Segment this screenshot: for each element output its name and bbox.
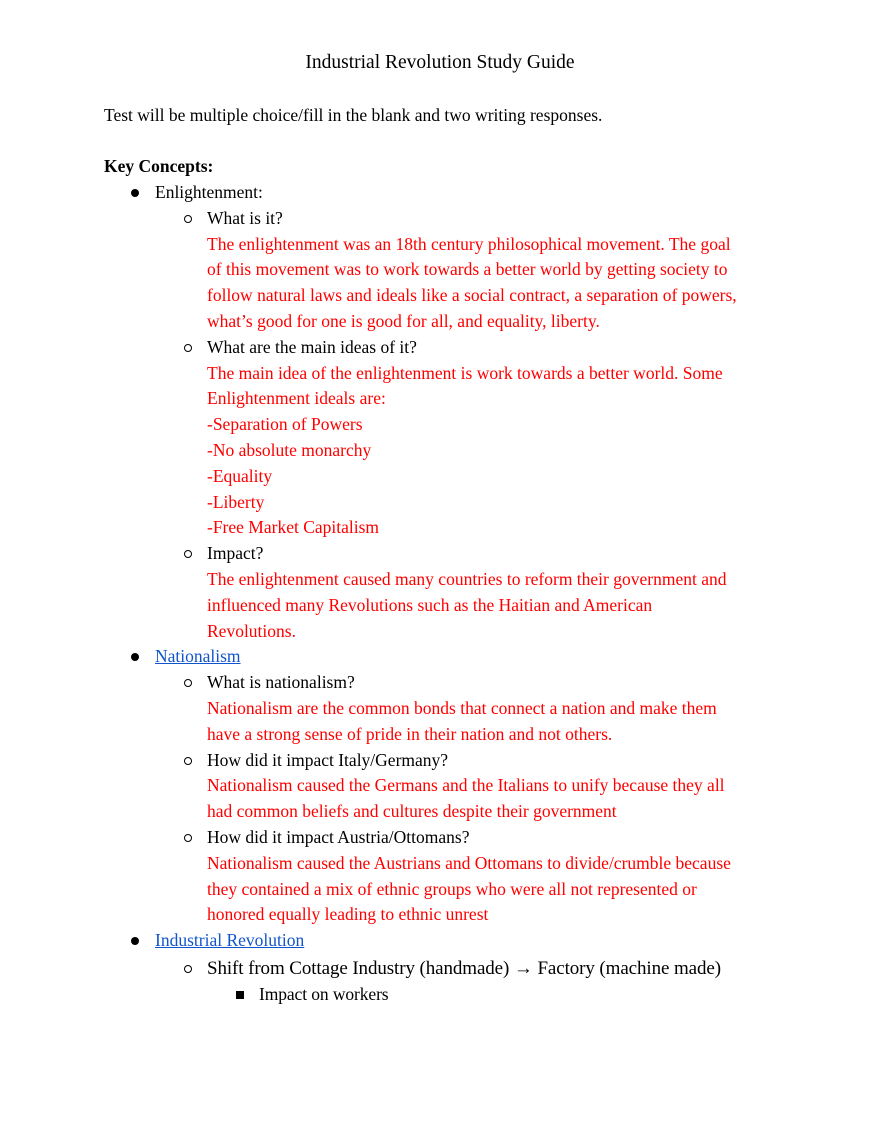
answer-line: -Free Market Capitalism	[207, 517, 380, 538]
answer-line: follow natural laws and ideals like a so…	[207, 285, 737, 306]
industrial-revolution-link[interactable]: Industrial Revolution	[155, 930, 305, 951]
answer-line: what’s good for one is good for all, and…	[207, 310, 600, 331]
answer-line: -Liberty	[207, 491, 265, 512]
disc-bullet-icon	[131, 653, 139, 662]
answer-line: Nationalism caused the Germans and the I…	[207, 775, 725, 796]
question-item: Impact?	[0, 541, 880, 567]
circle-bullet-icon	[184, 756, 192, 765]
outline-list: Enlightenment: What is it? The enlighten…	[0, 180, 880, 1008]
answer-line: Enlightenment ideals are:	[207, 388, 386, 409]
nationalism-link[interactable]: Nationalism	[155, 646, 241, 667]
answer-line: The enlightenment was an 18th century ph…	[207, 233, 731, 254]
key-concepts-heading: Key Concepts:	[104, 156, 214, 176]
circle-bullet-icon	[184, 343, 192, 352]
circle-bullet-icon	[184, 550, 192, 559]
answer-line: -Separation of Powers	[207, 414, 363, 435]
answer-line: of this movement was to work towards a b…	[207, 259, 728, 280]
intro-text: Test will be multiple choice/fill in the…	[104, 105, 603, 125]
section-enlightenment: Enlightenment:	[0, 180, 880, 206]
square-bullet-icon	[236, 990, 244, 999]
sub-item: Shift from Cottage Industry (handmade) →…	[0, 954, 880, 982]
answer-line: -Equality	[207, 465, 273, 486]
circle-bullet-icon	[184, 679, 192, 688]
question-item: How did it impact Italy/Germany?	[0, 748, 880, 774]
document-title: Industrial Revolution Study Guide	[305, 52, 575, 73]
disc-bullet-icon	[131, 937, 139, 946]
answer-line: Nationalism caused the Austrians and Ott…	[207, 852, 731, 873]
answer-line: they contained a mix of ethnic groups wh…	[207, 878, 697, 899]
answer-line: -No absolute monarchy	[207, 439, 372, 460]
question-item: What are the main ideas of it?	[0, 335, 880, 361]
answer-line: Nationalism are the common bonds that co…	[207, 697, 717, 718]
answer-line: have a strong sense of pride in their na…	[207, 723, 613, 744]
disc-bullet-icon	[131, 189, 139, 197]
answer-line: influenced many Revolutions such as the …	[207, 594, 653, 615]
circle-bullet-icon	[184, 833, 192, 842]
question-item: What is nationalism?	[0, 670, 880, 696]
circle-bullet-icon	[184, 214, 192, 223]
question-item: How did it impact Austria/Ottomans?	[0, 825, 880, 851]
circle-bullet-icon	[184, 964, 192, 973]
question-item: What is it?	[0, 206, 880, 232]
answer-line: Revolutions.	[207, 620, 296, 641]
answer-line: The enlightenment caused many countries …	[207, 568, 727, 589]
section-industrial-revolution: Industrial Revolution	[0, 928, 880, 954]
section-nationalism: Nationalism	[0, 644, 880, 670]
answer-line: The main idea of the enlightenment is wo…	[207, 362, 723, 383]
answer-line: honored equally leading to ethnic unrest	[207, 904, 489, 925]
sub-sub-item: Impact on workers	[0, 982, 880, 1008]
answer-line: had common beliefs and cultures despite …	[207, 801, 617, 822]
